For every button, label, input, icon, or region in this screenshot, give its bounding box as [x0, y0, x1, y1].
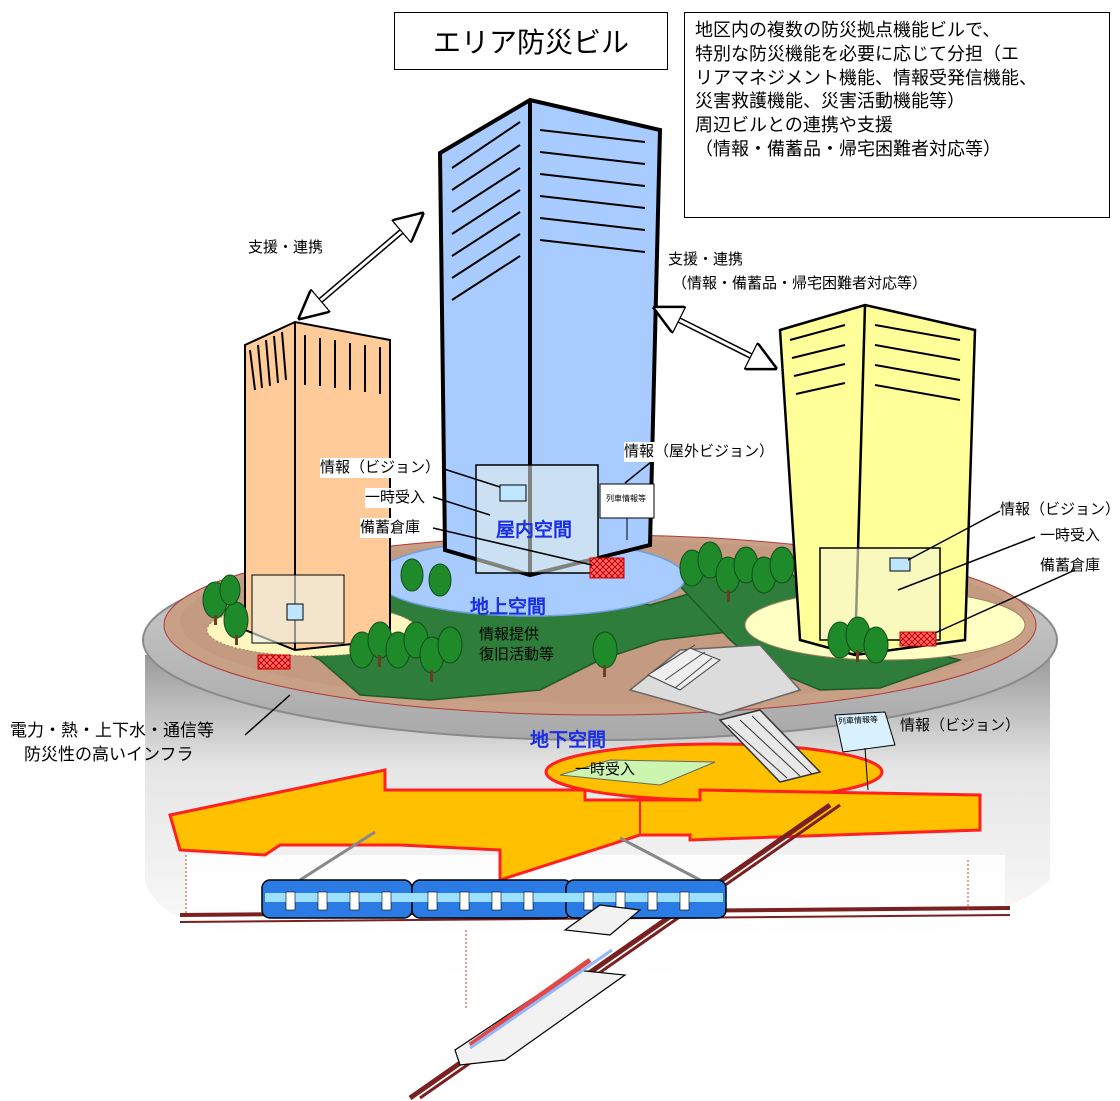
storage-label-left: 備蓄倉庫	[360, 518, 421, 538]
escalator	[718, 709, 822, 783]
support-label-left: 支援・連携	[248, 238, 324, 256]
description-box: 地区内の複数の防災拠点機能ビルで、 特別な防災機能を必要に応じて分担（エ リアマ…	[684, 12, 1110, 218]
support-arrows	[300, 214, 775, 371]
support-label-right-detail: （情報・備蓄品・帰宅困難者対応等）	[672, 274, 928, 292]
leader-lines	[244, 457, 1076, 736]
storage-label-right: 備蓄倉庫	[1040, 556, 1101, 574]
left-storage-box	[257, 654, 291, 670]
horizontal-train	[261, 879, 727, 919]
right-tower	[778, 303, 977, 657]
underground-temp-area	[559, 759, 716, 786]
right-vision-screen	[889, 557, 911, 572]
description-line: 周辺ビルとの連携や支援	[695, 115, 893, 136]
description-line: 地区内の複数の防災拠点機能ビルで、	[695, 20, 1001, 41]
center-tower	[437, 97, 663, 579]
center-vision-screen	[499, 484, 527, 502]
temp-accept-label-right: 一時受入	[1040, 526, 1101, 544]
left-tower	[244, 320, 391, 670]
underground-vision-label: 情報（ビジョン）	[900, 716, 1021, 734]
infrastructure-label-2: 防災性の高いインフラ	[24, 745, 194, 765]
indoor-space-label: 屋内空間	[496, 519, 573, 541]
info-provision-label: 情報提供	[479, 625, 540, 643]
diagonal-train	[454, 904, 642, 1066]
info-vision-label-left: 情報（ビジョン）	[320, 458, 441, 478]
right-storage-box	[899, 631, 937, 647]
recovery-activity-label: 復旧活動等	[479, 645, 555, 663]
ground-space-label: 地上空間	[470, 596, 547, 618]
page-title: エリア防災ビル	[432, 26, 629, 59]
trees	[202, 541, 889, 682]
outdoor-screen-text: 列車情報等	[606, 494, 646, 503]
infrastructure-label-1: 電力・熱・上下水・通信等	[10, 721, 214, 741]
support-label-right: 支援・連携	[668, 250, 744, 268]
description-line: リアマネジメント機能、情報受発信機能、	[695, 67, 1037, 89]
description-line: 災害救護機能、災害活動機能等）	[695, 91, 965, 113]
outdoor-vision-screen	[599, 483, 655, 540]
underground-temp-accept-label: 一時受入	[575, 760, 636, 778]
title-box: エリア防災ビル	[394, 12, 668, 70]
support-columns	[185, 855, 969, 1010]
underground-vision-screen	[834, 711, 896, 791]
description-line: （情報・備蓄品・帰宅困難者対応等）	[695, 138, 1001, 160]
left-vision-screen	[286, 603, 304, 621]
underground-screen-text: 列車情報等	[837, 714, 879, 727]
outdoor-vision-label: 情報（屋外ビジョン）	[624, 442, 775, 462]
info-vision-label-right: 情報（ビジョン）	[1000, 500, 1120, 518]
description-line: 特別な防災機能を必要に応じて分担（エ	[695, 43, 1019, 65]
temp-accept-label-left: 一時受入	[365, 488, 426, 508]
underground-space-label: 地下空間	[530, 729, 607, 751]
center-storage-box	[589, 557, 625, 579]
subway-entrance	[628, 644, 802, 716]
